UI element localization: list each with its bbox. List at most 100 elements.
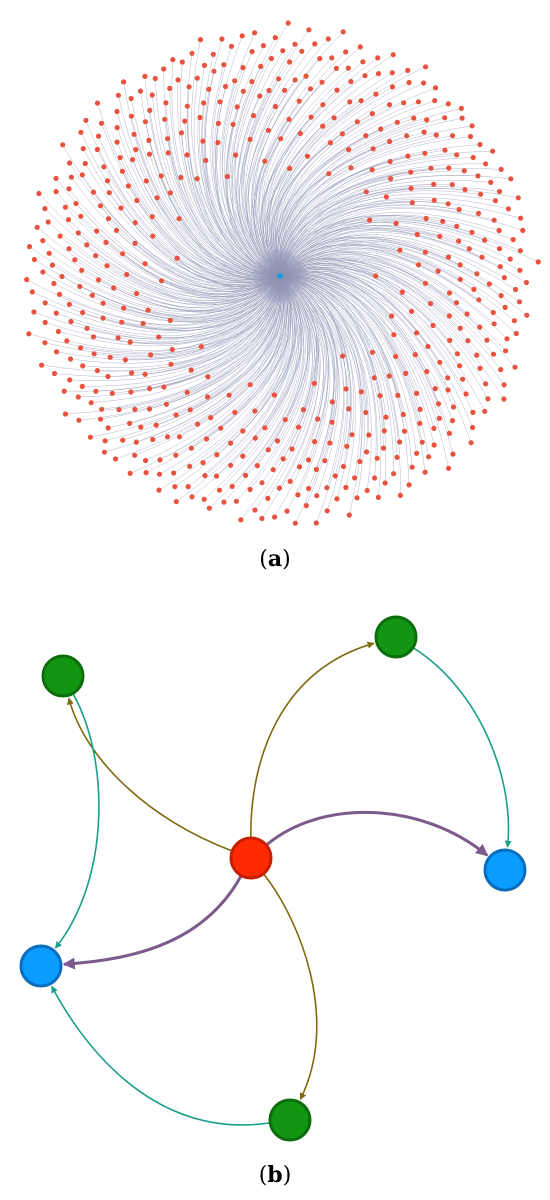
panel-a-leaf-node (343, 49, 349, 55)
panel-a-leaf-node (29, 289, 35, 295)
panel-a-leaf-node (114, 108, 120, 115)
panel-a-leaf-node (67, 377, 73, 383)
panel-a-leaf-node (140, 320, 146, 327)
panel-a-leaf-node (88, 400, 94, 406)
panel-a-leaf-node (303, 73, 309, 79)
panel-a-leaf-node (339, 131, 345, 137)
panel-a-leaf-node (218, 425, 224, 431)
panel-a-leaf-node (42, 300, 48, 306)
panel-a-leaf-node (79, 383, 85, 389)
panel-a-leaf-node (490, 351, 497, 357)
panel-a-leaf-node (189, 50, 195, 56)
panel-a-leaf-node (503, 348, 509, 354)
panel-a-leaf-node (282, 87, 288, 93)
panel-a-leaf-node (295, 424, 302, 430)
panel-a-leaf-node (49, 262, 56, 268)
panel-a-leaf-node (173, 412, 179, 418)
panel-a-leaf-node (363, 189, 369, 195)
panel-a-leaf-node (414, 330, 420, 336)
panel-a-leaf-node (133, 147, 139, 153)
node-green-top-left (41, 654, 85, 698)
panel-a-leaf-node (520, 227, 526, 233)
panel-a-leaf-node (252, 30, 258, 36)
panel-a-leaf-node (324, 508, 330, 514)
panel-a-leaf-node (502, 304, 508, 310)
panel-a-leaf-node (431, 442, 437, 448)
panel-a-leaf-node (504, 336, 510, 342)
panel-a-leaf-node (61, 388, 67, 394)
panel-a-leaf-node (535, 259, 541, 265)
panel-a-leaf-node (360, 59, 366, 65)
caption-b-label: b (267, 1162, 283, 1188)
panel-a-leaf-node (387, 138, 393, 145)
panel-a-leaf-node (348, 165, 354, 171)
panel-a-leaf-node (292, 77, 298, 83)
panel-a-leaf-node (142, 73, 148, 79)
panel-a-leaf-node (120, 251, 126, 257)
panel-a-leaf-node (306, 27, 312, 33)
panel-a-leaf-node (272, 514, 278, 520)
panel-a-leaf-node (483, 161, 489, 167)
panel-a-leaf-node (476, 297, 482, 303)
panel-a-leaf-node (471, 286, 477, 292)
panel-a-leaf-node (250, 113, 257, 119)
panel-a-leaf-node (501, 382, 507, 388)
panel-a-leaf-node (147, 107, 153, 113)
panel-a-leaf-node (80, 310, 86, 316)
panel-a-leaf-node (89, 292, 95, 298)
edge-center-to-green-top-right (249, 641, 375, 838)
panel-a-leaf-node (329, 55, 335, 61)
panel-a-leaf-node (118, 205, 124, 211)
panel-a-leaf-node (457, 363, 463, 369)
panel-a-leaf-node (292, 520, 298, 526)
panel-a-leaf-node (375, 494, 381, 500)
panel-a-leaf-node (133, 439, 139, 445)
panel-a-star-network (24, 20, 541, 526)
panel-a-leaf-node (287, 165, 293, 171)
panel-a-leaf-node (247, 382, 253, 388)
panel-a-leaf-node (431, 425, 437, 431)
panel-a-leaf-node (446, 430, 452, 436)
panel-a-edge-bundle (26, 22, 539, 524)
panel-a-leaf-node (422, 469, 428, 475)
panel-a-leaf-node (391, 471, 397, 477)
panel-a-leaf-node (432, 85, 439, 91)
panel-a-leaf-node (440, 218, 446, 224)
panel-a-leaf-node (40, 238, 46, 244)
panel-a-leaf-nodes (24, 20, 541, 526)
panel-a-leaf-node (358, 389, 364, 395)
panel-a-leaf-node (482, 408, 488, 414)
panel-a-leaf-node (512, 364, 518, 370)
panel-a-leaf-node (134, 290, 140, 297)
panel-a-leaf-node (515, 195, 521, 201)
panel-a-leaf-node (465, 338, 471, 344)
node-blue-right (483, 848, 527, 892)
panel-a-leaf-node (352, 475, 358, 481)
panel-a-leaf-node (334, 496, 340, 502)
panel-a-leaf-node (216, 487, 223, 493)
panel-a-leaf-node (252, 507, 258, 513)
panel-a-leaf-node (445, 101, 451, 107)
panel-a-leaf-node (215, 139, 221, 146)
panel-a-leaf-node (252, 435, 258, 441)
panel-a-leaf-node (424, 117, 430, 123)
panel-a-leaf-node (131, 131, 137, 137)
panel-a-leaf-node (142, 119, 148, 125)
panel-a-leaf-node (445, 387, 451, 393)
panel-a-leaf-node (340, 29, 346, 35)
panel-a-leaf-node (449, 182, 455, 188)
panel-a-leaf-node (510, 237, 516, 243)
panel-a-leaf-node (146, 406, 153, 412)
panel-a-leaf-node (397, 247, 403, 253)
panel-a-leaf-node (214, 452, 220, 458)
panel-a-leaf-node (498, 293, 504, 299)
panel-a-leaf-node (230, 121, 236, 127)
panel-a-leaf-node (173, 499, 179, 505)
panel-a-leaf-node (457, 276, 463, 282)
panel-a-leaf-node (320, 123, 326, 129)
panel-a-leaf-node (120, 437, 126, 443)
panel-a-leaf-node (40, 269, 46, 275)
panel-a-leaf-node (165, 150, 171, 156)
panel-a-leaf-node (348, 78, 354, 85)
panel-a-leaf-node (171, 470, 177, 476)
